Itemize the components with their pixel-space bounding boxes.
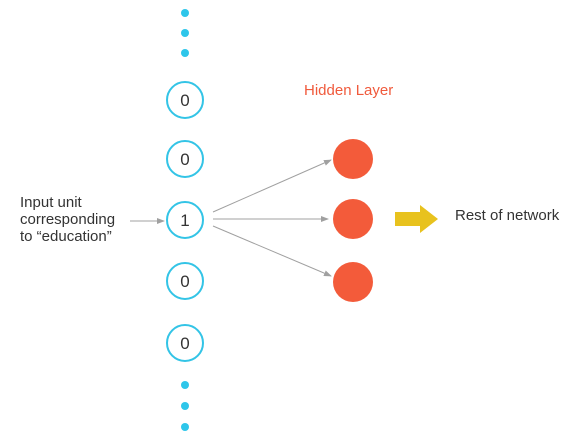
input-unit-2: 0 [166, 140, 204, 178]
hidden-layer-title: Hidden Layer [304, 82, 394, 99]
input-unit-5: 0 [166, 324, 204, 362]
ellipsis-dot-bottom-1 [181, 381, 189, 389]
output-arrow-icon [395, 205, 438, 233]
ellipsis-dot-top-2 [181, 29, 189, 37]
input-unit-circle [166, 201, 204, 239]
input-unit-value: 0 [180, 334, 189, 353]
hidden-node-3 [333, 262, 373, 302]
ellipsis-dot-bottom-3 [181, 423, 189, 431]
hidden-node-1 [333, 139, 373, 179]
input-unit-value: 0 [180, 272, 189, 291]
input-label-line-2: corresponding [20, 211, 116, 228]
input-unit-1: 0 [166, 81, 204, 119]
input-unit-value: 0 [180, 91, 189, 110]
input-unit-circle [166, 140, 204, 178]
input-unit-label: Input unit corresponding to “education” [20, 194, 140, 245]
input-unit-3-active: 1 [166, 201, 204, 239]
input-label-line-1: Input unit [20, 194, 82, 211]
rest-of-network-label: Rest of network [455, 207, 560, 224]
input-unit-4: 0 [166, 262, 204, 300]
input-unit-value: 1 [180, 211, 189, 230]
ellipsis-dot-top-3 [181, 49, 189, 57]
ellipsis-dot-top-1 [181, 9, 189, 17]
input-unit-circle [166, 262, 204, 300]
input-label-line-3: to “education” [20, 228, 112, 245]
edge-to-hidden-1 [212, 159, 332, 213]
edge-to-hidden-3 [212, 225, 332, 277]
input-unit-circle [166, 81, 204, 119]
input-unit-circle [166, 324, 204, 362]
hidden-node-2 [333, 199, 373, 239]
input-unit-value: 0 [180, 150, 189, 169]
ellipsis-dot-bottom-2 [181, 402, 189, 410]
